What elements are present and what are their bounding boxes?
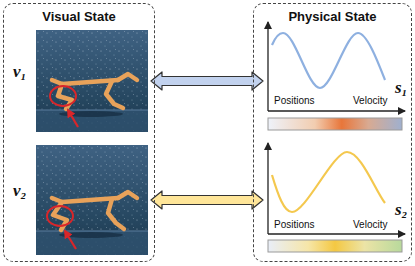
- group-panel: Physical StatePositionsVelocitys₁Positio…: [253, 3, 412, 262]
- image-box: v₁: [9, 29, 151, 135]
- state-curve: [272, 152, 385, 212]
- sim-floor: [36, 231, 148, 255]
- axis-label: Positions: [274, 219, 315, 231]
- highlight-circle: [50, 86, 76, 106]
- gradient-bar: [268, 118, 402, 130]
- state-curve: [272, 33, 385, 88]
- axis-label: Positions: [274, 95, 315, 107]
- axis-label: Velocity: [353, 95, 387, 107]
- text-holder: Physical State: [254, 7, 411, 25]
- text-holder: s₂: [395, 201, 408, 219]
- plot-box: Positions Velocity s₁: [263, 23, 411, 137]
- panel-title: Visual State: [42, 9, 115, 24]
- state-symbol: v₂: [13, 182, 26, 200]
- highlight-arrow: [65, 231, 76, 249]
- plot-box: Positions Velocity s₂: [263, 141, 411, 257]
- y-axis: [267, 143, 268, 234]
- sim-background: [36, 145, 148, 255]
- text-holder: Positions: [274, 95, 315, 107]
- sim-stars: [36, 30, 148, 132]
- highlight-arrow: [68, 110, 78, 127]
- panel-title: Physical State: [288, 9, 376, 24]
- floor-edge: [36, 110, 148, 111]
- y-axis: [267, 22, 268, 111]
- sim-floor: [36, 110, 148, 132]
- text-holder: Velocity: [353, 95, 387, 107]
- highlight-circle: [47, 206, 73, 226]
- text-holder: Visual State: [4, 7, 154, 25]
- x-axis: [268, 110, 405, 111]
- sim-stars: [36, 145, 148, 255]
- group-panel: Visual State v₁ v₂: [3, 3, 155, 262]
- double-arrow: [151, 72, 263, 90]
- state-symbol: s₂: [395, 201, 408, 219]
- robot-front-leg: [106, 81, 123, 108]
- robot-head: [118, 192, 137, 198]
- robot-front-leg: [108, 199, 124, 229]
- sim-frame: [36, 145, 148, 255]
- floor-edge: [36, 231, 148, 232]
- cheetah-robot: [52, 74, 137, 109]
- text-holder: Positions: [274, 219, 315, 231]
- state-symbol: v₁: [13, 63, 26, 81]
- x-axis: [268, 233, 405, 234]
- gradient-bar: [268, 240, 402, 252]
- axis-label: Velocity: [353, 219, 387, 231]
- state-symbol: s₁: [395, 79, 408, 97]
- image-box: v₂: [9, 144, 151, 258]
- text-holder: s₁: [395, 79, 408, 97]
- sim-frame: [36, 30, 148, 132]
- sim-background: [36, 30, 148, 132]
- robot-head: [118, 74, 137, 80]
- text-holder: v₁: [13, 63, 26, 81]
- text-holder: Velocity: [353, 219, 387, 231]
- text-holder: v₂: [13, 182, 26, 200]
- double-arrow: [151, 191, 263, 209]
